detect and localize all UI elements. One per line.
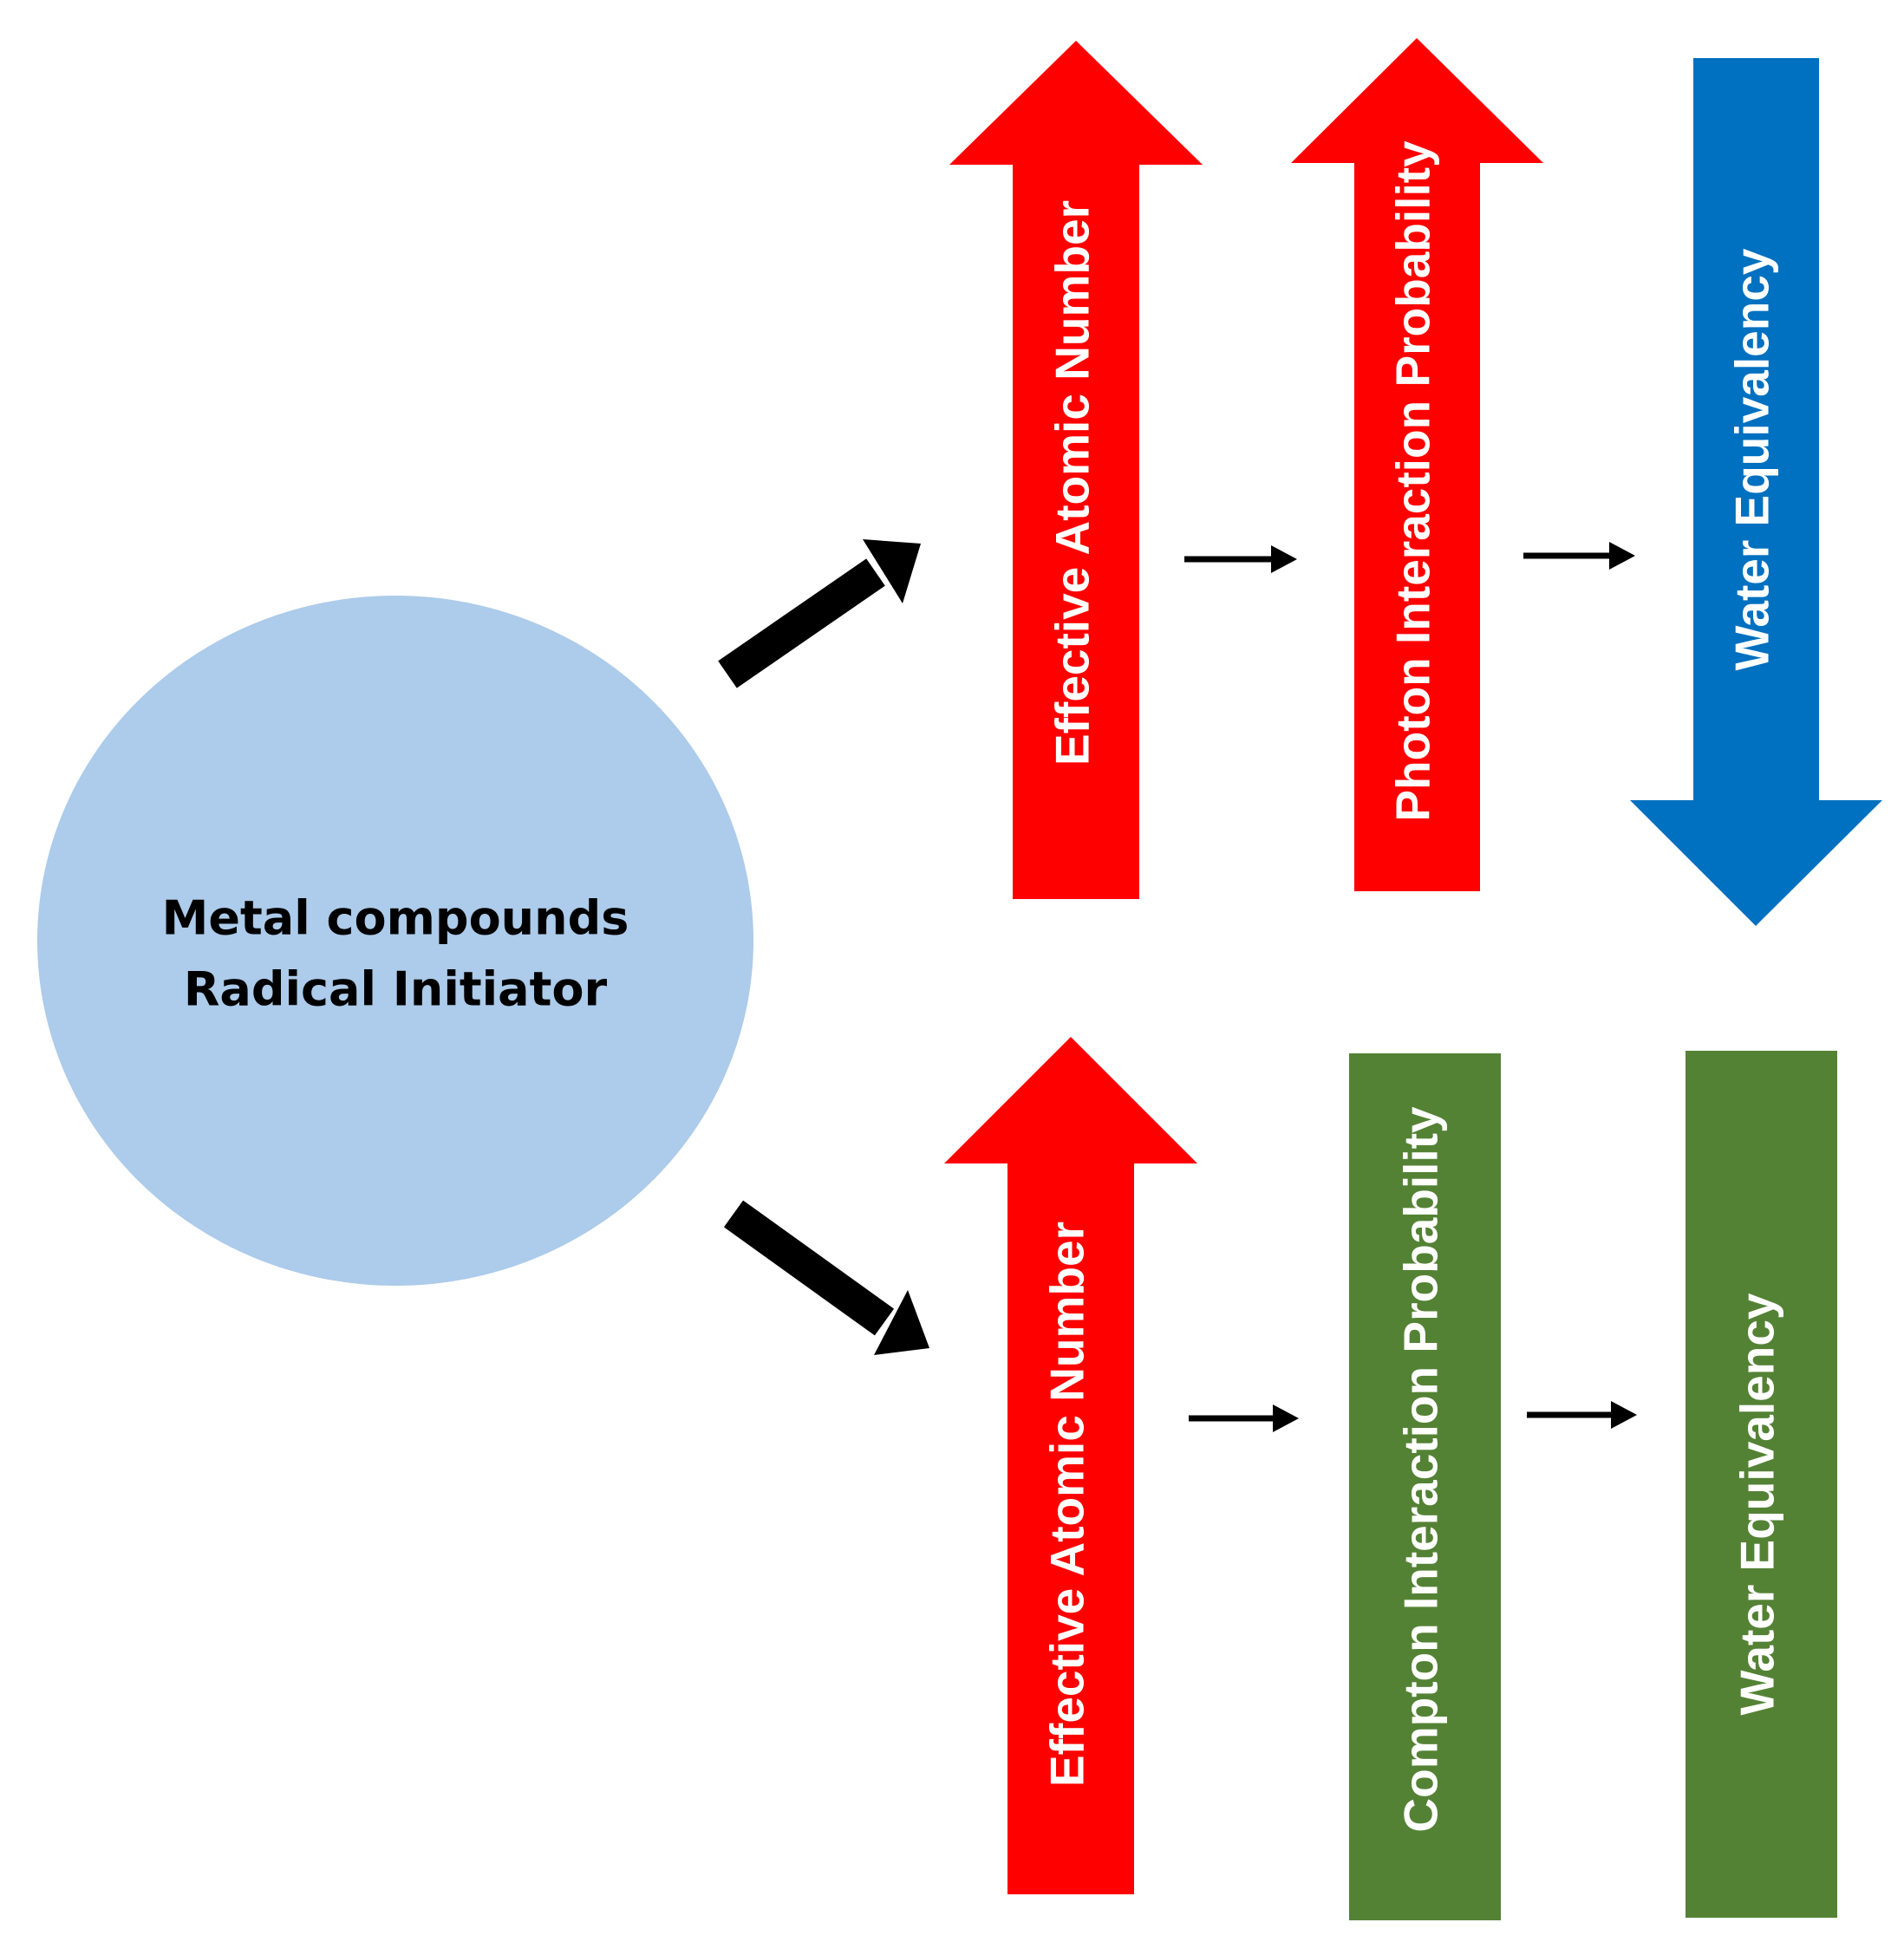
bottom-step1-arrow-shape: [944, 1037, 1197, 1894]
bottom-step2-label: Compton Interaction Probability: [1394, 1106, 1448, 1833]
top-step2-arrow-shape: [1291, 38, 1543, 891]
top-step1-arrow: Effective Atomic Number: [949, 41, 1203, 899]
bottom-step2-bar: Compton Interaction Probability: [1349, 1053, 1501, 1920]
branch-arrow-top-shaft: [718, 558, 885, 688]
bottom-connector-1: [1189, 1404, 1299, 1432]
top-step3-arrow-shape: [1630, 58, 1882, 926]
bottom-connector-2-head: [1611, 1401, 1637, 1429]
bottom-step2-bar-shape: [1349, 1053, 1501, 1920]
source-label-line2: Radical Initiator: [184, 962, 608, 1017]
branch-arrow-top: [718, 539, 921, 688]
top-step2-label: Photon Interaction Probability: [1386, 140, 1440, 822]
top-connector-1: [1184, 545, 1297, 573]
bottom-connector-1-head: [1273, 1404, 1299, 1432]
top-connector-2-head: [1609, 542, 1635, 570]
bottom-step3-bar-shape: [1686, 1051, 1837, 1918]
top-step2-arrow: Photon Interaction Probability: [1291, 38, 1543, 891]
branch-arrow-bottom: [723, 1200, 929, 1355]
source-circle: [37, 596, 753, 1286]
bottom-step1-arrow: Effective Atomic Number: [944, 1037, 1197, 1894]
bottom-step1-label: Effective Atomic Number: [1040, 1222, 1094, 1787]
bottom-step3-bar: Water Equivalency: [1686, 1051, 1837, 1918]
source-node: Metal compounds Radical Initiator: [37, 596, 753, 1286]
bottom-connector-2: [1527, 1401, 1637, 1429]
top-step3-arrow: Water Equivalency: [1630, 58, 1882, 926]
top-step3-label: Water Equivalency: [1725, 248, 1779, 670]
top-connector-2: [1523, 542, 1635, 570]
branch-arrow-bottom-shaft: [723, 1200, 895, 1336]
bottom-step3-label: Water Equivalency: [1731, 1293, 1784, 1715]
top-connector-1-head: [1271, 545, 1297, 573]
top-step1-arrow-shape: [949, 41, 1203, 899]
branch-arrow-bottom-head: [874, 1290, 929, 1355]
top-step1-label: Effective Atomic Number: [1046, 200, 1099, 766]
source-label-line1: Metal compounds: [162, 891, 629, 946]
branch-arrow-top-head: [863, 539, 921, 603]
